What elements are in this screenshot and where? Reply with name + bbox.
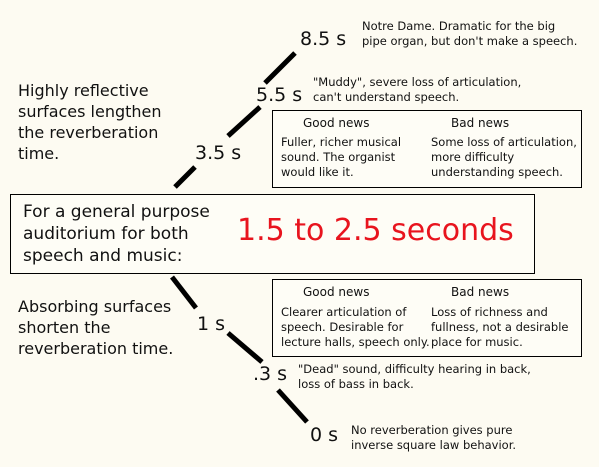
bad-news-text: Some loss of articulation, more difficul… — [431, 135, 577, 179]
timeline-segment — [226, 331, 264, 364]
time-label-8-5: 8.5 s — [300, 28, 347, 50]
timeline-segment — [263, 51, 297, 85]
good-news-header: Good news — [303, 285, 370, 299]
recommended-range: 1.5 to 2.5 seconds — [237, 213, 514, 248]
time-label-0-3: .3 s — [253, 363, 288, 385]
timeline-segment — [276, 388, 309, 424]
good-news-text: Clearer articulation of speech. Desirabl… — [281, 305, 430, 349]
bad-news-header: Bad news — [451, 116, 510, 130]
note-0: No reverberation gives pure inverse squa… — [351, 423, 517, 452]
note-0-3: "Dead" sound, difficulty hearing in back… — [298, 362, 531, 391]
reflective-surfaces-text: Highly reflective surfaces lengthen the … — [18, 81, 162, 163]
bad-news-header: Bad news — [451, 285, 510, 299]
time-label-5-5: 5.5 s — [256, 84, 303, 106]
good-news-text: Fuller, richer musical sound. The organi… — [281, 135, 402, 179]
good-news-header: Good news — [303, 116, 370, 130]
timeline-segment — [173, 165, 197, 189]
absorbing-surfaces-text: Absorbing surfaces shorten the reverbera… — [18, 297, 174, 358]
time-label-0: 0 s — [310, 424, 339, 446]
timeline-segment — [226, 105, 262, 138]
general-purpose-text: For a general purpose auditorium for bot… — [23, 202, 210, 266]
time-label-1: 1 s — [197, 313, 226, 335]
note-8-5: Notre Dame. Dramatic for the big pipe or… — [362, 19, 578, 48]
note-5-5: "Muddy", severe loss of articulation, ca… — [313, 75, 522, 104]
short-reverb-box: Good news Bad news Clearer articulation … — [272, 279, 582, 357]
bad-news-text: Loss of richness and fullness, not a des… — [431, 305, 569, 349]
time-label-3-5: 3.5 s — [195, 142, 242, 164]
general-purpose-box: For a general purpose auditorium for bot… — [10, 194, 535, 274]
timeline-segment — [170, 275, 198, 310]
long-reverb-box: Good news Bad news Fuller, richer musica… — [272, 110, 582, 188]
